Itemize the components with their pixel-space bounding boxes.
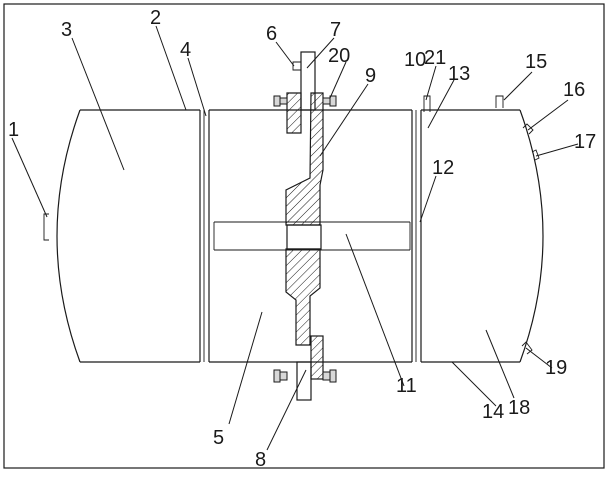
label-2: 2 (150, 7, 161, 29)
leader-11 (345, 233, 405, 387)
label-19: 19 (545, 357, 567, 379)
right-shell (421, 95, 544, 363)
top-plate (300, 51, 316, 111)
bottom-plate (296, 361, 312, 401)
label-10: 10 (404, 49, 426, 71)
label-20: 20 (328, 45, 350, 67)
leader-3 (71, 37, 125, 171)
leader-16 (527, 99, 569, 131)
leader-7 (306, 37, 335, 69)
label-17: 17 (574, 131, 596, 153)
leader-18 (485, 329, 515, 399)
part-labels: 1 2 3 4 5 6 7 8 9 10 11 12 13 14 15 16 1… (8, 7, 596, 471)
leader-17 (535, 143, 579, 157)
label-5: 5 (213, 427, 224, 449)
right-flange-ring (411, 110, 422, 362)
top-nozzle (495, 95, 504, 108)
drawing-frame (3, 3, 605, 469)
label-9: 9 (365, 65, 376, 87)
bolt-bottom-left (273, 369, 281, 383)
label-13: 13 (448, 63, 470, 85)
leader-14 (451, 361, 497, 407)
label-14: 14 (482, 401, 504, 423)
leader-20 (329, 61, 347, 99)
label-4: 4 (180, 39, 191, 61)
leader-5 (228, 311, 263, 425)
label-1: 1 (8, 119, 19, 141)
leader-1 (11, 137, 48, 218)
leader-lines (11, 25, 579, 451)
leader-12 (419, 175, 437, 223)
leader-4 (187, 57, 207, 117)
label-15: 15 (525, 51, 547, 73)
leader-2 (155, 25, 187, 111)
leader-13 (427, 79, 455, 129)
leader-8 (266, 369, 307, 451)
leader-19 (525, 347, 553, 369)
bolt-top-right (329, 95, 337, 107)
leader-9 (319, 83, 369, 157)
bolt-bottom-right (329, 369, 337, 383)
label-6: 6 (266, 23, 277, 45)
label-8: 8 (255, 449, 266, 471)
label-3: 3 (61, 19, 72, 41)
leader-6 (275, 41, 295, 67)
label-7: 7 (330, 19, 341, 41)
leader-15 (503, 71, 533, 101)
central-partition (285, 51, 324, 401)
side-nozzle-upper (522, 123, 534, 135)
label-12: 12 (432, 157, 454, 179)
label-16: 16 (563, 79, 585, 101)
bolt-top-left (273, 95, 281, 107)
bottom-nozzle (521, 341, 533, 355)
label-21: 21 (424, 47, 446, 69)
left-shell (43, 109, 200, 363)
left-flange-ring (199, 110, 210, 362)
label-11: 11 (396, 375, 417, 397)
label-18: 18 (508, 397, 530, 419)
left-nozzle (43, 213, 49, 241)
leader-21 (425, 65, 437, 101)
bolts (273, 95, 337, 383)
side-nozzle-lower (531, 149, 540, 161)
